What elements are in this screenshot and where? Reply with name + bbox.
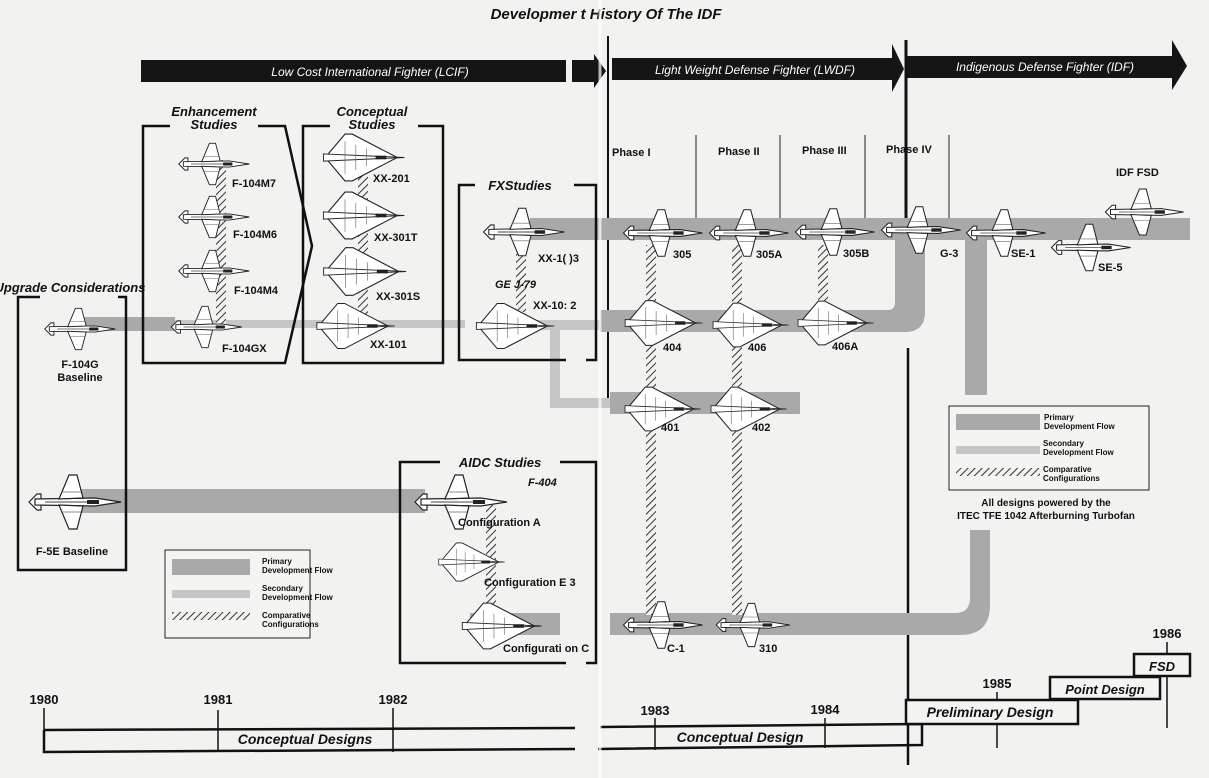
group-label-enhancement-2: Studies [191,117,238,132]
timeline: 1980 1981 1982 1983 1984 1985 1986 Conce… [30,626,1192,754]
label-305b: 305B [843,248,869,260]
group-label-conceptual-2: Studies [349,117,396,132]
svg-text:Primary: Primary [262,557,292,566]
stage-conceptual-design: Conceptual Design [677,729,804,745]
diagram-title: Developmer t History Of The IDF [491,6,723,23]
aircraft-icon-404 [624,300,704,346]
year-1984: 1984 [811,702,841,717]
label-f5e: F-5E Baseline [36,546,108,558]
label-f104m4: F-104M4 [234,285,279,297]
year-1980: 1980 [30,692,59,707]
aircraft-icon-406a [797,300,875,346]
label-406a: 406A [832,341,858,353]
svg-text:Comparative: Comparative [262,611,311,620]
label-config-c: Configurati on C [503,643,589,655]
label-xx103: XX-1( )3 [538,253,579,265]
group-label-upgrade: Upgrade Considerations [0,280,145,295]
stage-preliminary-design: Preliminary Design [927,704,1054,720]
label-f104gx: F-104GX [222,343,267,355]
label-f404: F-404 [528,477,557,489]
label-402: 402 [752,422,770,434]
label-g3: G-3 [940,248,958,260]
label-305a: 305A [756,249,782,261]
svg-text:Development Flow: Development Flow [1043,448,1114,457]
label-xx301s: XX-301S [376,291,420,303]
svg-text:Secondary: Secondary [1043,439,1084,448]
label-404: 404 [663,342,682,354]
program-banner-idf: Indigenous Defense Fighter (IDF) [906,40,1187,90]
label-ge-j79: GE J-79 [495,279,537,291]
group-label-fx: FXStudies [488,178,552,193]
engine-note-2: ITEC TFE 1042 Afterburning Turbofan [957,511,1135,522]
phase-ii: Phase II [718,146,760,158]
aircraft-icon-f104g [44,307,116,351]
group-label-enhancement-1: Enhancement [171,104,257,119]
label-401: 401 [661,422,679,434]
stage-point-design: Point Design [1065,682,1145,697]
label-config-b: Configuration E 3 [484,577,576,589]
label-f104m6: F-104M6 [233,229,277,241]
program-label-lcif: Low Cost International Fighter (LCIF) [271,65,468,79]
program-label-idf: Indigenous Defense Fighter (IDF) [956,60,1134,74]
aircraft-icon-406 [712,302,790,348]
program-label-lwdf: Light Weight Defense Fighter (LWDF) [655,63,855,77]
year-1986: 1986 [1153,626,1182,641]
svg-text:Primary: Primary [1044,413,1074,422]
svg-text:Development Flow: Development Flow [262,593,333,602]
svg-text:Comparative: Comparative [1043,465,1092,474]
engine-note-1: All designs powered by the [981,498,1111,509]
aircraft-icon-c1 [622,601,704,649]
label-305: 305 [673,249,691,261]
label-config-a: Configuration A [458,517,541,529]
phase-iii: Phase III [802,145,847,157]
legend-left: Primary Development Flow Secondary Devel… [164,549,333,639]
group-label-aidc: AIDC Studies [458,455,541,470]
svg-text:Configurations: Configurations [1043,474,1100,483]
stage-conceptual-designs: Conceptual Designs [238,731,373,747]
label-xx301t: XX-301T [374,232,418,244]
aircraft-icon-f5e [28,474,122,530]
year-1983: 1983 [641,703,670,718]
aircraft-labels: F-104G Baseline F-5E Baseline F-104M7 F-… [36,167,1159,655]
aircraft-icon-xx301s [323,247,407,296]
svg-text:Secondary: Secondary [262,584,303,593]
phase-iv: Phase IV [886,144,933,156]
program-banner-lcif: Low Cost International Fighter (LCIF) [141,54,606,88]
svg-text:Development Flow: Development Flow [262,566,333,575]
program-banner-lwdf: Light Weight Defense Fighter (LWDF) [612,44,904,92]
label-se5: SE-5 [1098,262,1122,274]
group-boxes [16,124,598,665]
label-f104g-2: Baseline [57,372,102,384]
label-idf-fsd: IDF FSD [1116,167,1159,179]
label-xx101: XX-101 [370,339,407,351]
svg-text:Development Flow: Development Flow [1044,422,1115,431]
label-406: 406 [748,342,766,354]
label-xx201: XX-201 [373,173,410,185]
label-f104m7: F-104M7 [232,178,276,190]
year-1985: 1985 [983,676,1012,691]
aircraft-icon-xx103 [482,207,566,257]
label-xx102: XX-10: 2 [533,300,576,312]
legend-right: Primary Development Flow Secondary Devel… [948,405,1150,491]
phase-i: Phase I [612,147,651,159]
stage-fsd: FSD [1149,659,1176,674]
year-1981: 1981 [204,692,233,707]
label-310: 310 [759,643,777,655]
group-label-conceptual-1: Conceptual [337,104,408,119]
label-f104g-1: F-104G [61,359,98,371]
year-1982: 1982 [379,692,408,707]
aircraft-icon-310 [715,602,791,648]
phase-markers: Phase I Phase II Phase III Phase IV [612,135,950,222]
aircraft-icon-f104gx [170,305,243,349]
svg-text:Configurations: Configurations [262,620,319,629]
label-c1: C-1 [667,643,685,655]
label-se1: SE-1 [1011,248,1035,260]
